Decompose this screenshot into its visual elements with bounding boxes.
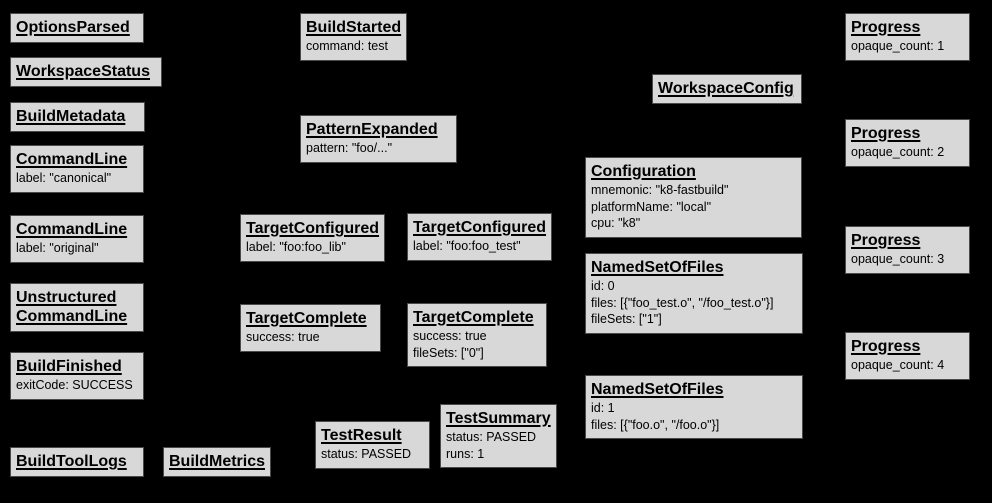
node-line: label: "foo:foo_test" <box>413 239 521 253</box>
node-title: TargetComplete <box>246 310 367 327</box>
event-node-target-complete-foo-test: TargetComplete success: true fileSets: ["… <box>407 303 547 367</box>
node-body: label: "foo:foo_test" <box>413 238 546 255</box>
node-body: label: "original" <box>16 240 138 257</box>
node-line: label: "original" <box>16 241 99 255</box>
node-title: TargetConfigured <box>246 220 380 237</box>
node-title: Progress <box>851 19 921 36</box>
node-title: BuildMetadata <box>16 108 126 125</box>
node-title: WorkspaceConfig <box>658 80 794 97</box>
node-line: command: test <box>306 39 388 53</box>
node-title: BuildToolLogs <box>16 453 127 470</box>
node-line: status: PASSED <box>321 447 412 461</box>
node-title: Progress <box>851 338 921 355</box>
event-node-target-configured-foo-lib: TargetConfigured label: "foo:foo_lib" <box>240 214 386 262</box>
node-title: WorkspaceStatus <box>16 63 150 80</box>
node-title: Unstructured CommandLine <box>16 289 128 325</box>
node-title: Progress <box>851 125 921 142</box>
event-node-pattern-expanded: PatternExpanded pattern: "foo/..." <box>300 115 457 163</box>
event-node-options-parsed: OptionsParsed <box>10 13 144 43</box>
node-body: opaque_count: 3 <box>851 251 964 268</box>
event-node-configuration: Configuration mnemonic: "k8-fastbuild" pl… <box>585 157 802 238</box>
node-title: OptionsParsed <box>16 19 130 36</box>
node-line: id: 0 <box>591 279 615 293</box>
node-body: exitCode: SUCCESS <box>16 377 138 394</box>
event-node-command-line-canonical: CommandLine label: "canonical" <box>10 145 144 193</box>
node-title: CommandLine <box>16 151 128 168</box>
node-title: TargetConfigured <box>413 219 547 236</box>
node-body: mnemonic: "k8-fastbuild" platformName: "l… <box>591 182 796 232</box>
node-line: opaque_count: 2 <box>851 145 945 159</box>
node-line: opaque_count: 4 <box>851 358 945 372</box>
node-body: label: "canonical" <box>16 170 138 187</box>
node-body: opaque_count: 1 <box>851 38 964 55</box>
event-node-progress-4: Progress opaque_count: 4 <box>845 332 970 380</box>
node-line: label: "canonical" <box>16 171 112 185</box>
event-node-progress-2: Progress opaque_count: 2 <box>845 119 970 167</box>
node-title: TestSummary <box>446 410 551 427</box>
node-body: label: "foo:foo_lib" <box>246 239 379 256</box>
node-title: NamedSetOfFiles <box>591 381 724 398</box>
event-node-build-metrics: BuildMetrics <box>163 447 272 477</box>
node-title: Progress <box>851 232 921 249</box>
event-node-test-result: TestResult status: PASSED <box>315 421 430 469</box>
event-node-test-summary: TestSummary status: PASSED runs: 1 <box>440 404 557 468</box>
event-node-target-complete-foo-lib: TargetComplete success: true <box>240 304 381 352</box>
node-body: status: PASSED runs: 1 <box>446 429 551 462</box>
node-line: mnemonic: "k8-fastbuild" <box>591 183 729 197</box>
event-node-build-started: BuildStarted command: test <box>300 13 408 61</box>
node-title: TestResult <box>321 427 402 444</box>
node-body: id: 1 files: [{"foo.o", "/foo.o"}] <box>591 400 797 433</box>
node-line: runs: 1 <box>446 446 485 461</box>
node-body: success: true <box>246 329 375 346</box>
event-node-named-set-of-files-1: NamedSetOfFiles id: 1 files: [{"foo.o", "… <box>585 375 803 439</box>
node-line: cpu: "k8" <box>591 216 641 230</box>
node-body: opaque_count: 4 <box>851 357 964 374</box>
node-title: Configuration <box>591 163 696 180</box>
node-body: id: 0 files: [{"foo_test.o", "/foo_test.o… <box>591 278 797 328</box>
node-title: BuildFinished <box>16 358 122 375</box>
event-node-build-finished: BuildFinished exitCode: SUCCESS <box>10 352 144 400</box>
node-body: success: true fileSets: ["0"] <box>413 328 541 361</box>
node-title: TargetComplete <box>413 309 534 326</box>
node-body: pattern: "foo/..." <box>306 140 451 157</box>
node-title: BuildStarted <box>306 19 402 36</box>
event-node-progress-3: Progress opaque_count: 3 <box>845 226 970 274</box>
node-line: fileSets: ["0"] <box>413 345 484 360</box>
node-title: CommandLine <box>16 221 128 238</box>
node-line: status: PASSED <box>446 430 537 444</box>
node-line: success: true <box>246 330 320 344</box>
event-node-unstructured-command-line: Unstructured CommandLine <box>10 283 144 332</box>
node-body: status: PASSED <box>321 446 424 463</box>
node-line: pattern: "foo/..." <box>306 141 393 155</box>
event-node-command-line-original: CommandLine label: "original" <box>10 215 144 263</box>
node-body: opaque_count: 2 <box>851 144 964 161</box>
node-line: platformName: "local" <box>591 199 712 214</box>
node-line: success: true <box>413 329 487 343</box>
node-line: opaque_count: 3 <box>851 252 945 266</box>
event-node-workspace-status: WorkspaceStatus <box>10 57 162 87</box>
event-node-target-configured-foo-test: TargetConfigured label: "foo:foo_test" <box>407 213 553 261</box>
node-title: NamedSetOfFiles <box>591 259 724 276</box>
node-line: files: [{"foo_test.o", "/foo_test.o"}] <box>591 295 774 310</box>
node-title: PatternExpanded <box>306 121 438 138</box>
node-line: id: 1 <box>591 401 615 415</box>
node-line: fileSets: ["1"] <box>591 312 662 326</box>
event-node-build-metadata: BuildMetadata <box>10 102 145 132</box>
node-body: command: test <box>306 38 401 55</box>
event-node-workspace-config: WorkspaceConfig <box>652 74 802 104</box>
event-node-build-tool-logs: BuildToolLogs <box>10 447 144 477</box>
node-line: files: [{"foo.o", "/foo.o"}] <box>591 417 720 432</box>
event-node-progress-1: Progress opaque_count: 1 <box>845 13 970 61</box>
node-line: opaque_count: 1 <box>851 39 945 53</box>
node-title: BuildMetrics <box>169 453 266 470</box>
event-node-named-set-of-files-0: NamedSetOfFiles id: 0 files: [{"foo_test.… <box>585 253 803 334</box>
node-line: label: "foo:foo_lib" <box>246 240 346 254</box>
node-line: exitCode: SUCCESS <box>16 378 133 392</box>
